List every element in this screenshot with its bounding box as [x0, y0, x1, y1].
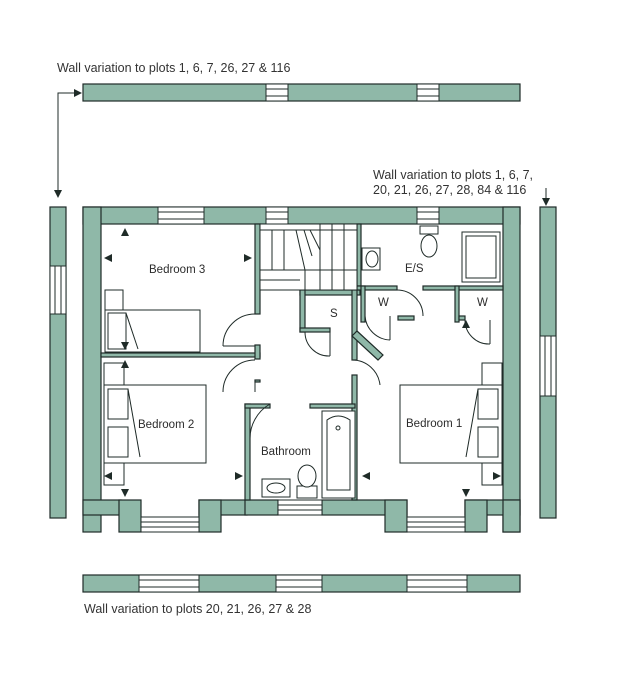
- right-wall-variation: [539, 206, 557, 519]
- ensuite-fittings: [361, 225, 501, 283]
- top-variation-leader: [57, 92, 80, 194]
- room-label-wardrobe-right: W: [477, 297, 488, 309]
- room-label-bedroom3: Bedroom 3: [149, 264, 205, 276]
- room-label-ensuite: E/S: [405, 263, 424, 275]
- dimension-arrows: [104, 228, 501, 497]
- top-windows: [157, 206, 440, 225]
- bottom-variation-note: Wall variation to plots 20, 21, 26, 27 &…: [84, 602, 311, 616]
- leader-arrow-down-icon: [54, 190, 62, 198]
- staircase: [259, 223, 358, 291]
- bedroom3-bed: [104, 289, 201, 353]
- room-label-wardrobe-left: W: [378, 297, 389, 309]
- leader-arrow-down-icon: [542, 198, 550, 206]
- right-variation-note-line2: 20, 21, 26, 27, 28, 84 & 116: [373, 183, 526, 197]
- room-label-bathroom: Bathroom: [261, 446, 311, 458]
- bottom-wall-variation: [82, 574, 521, 593]
- room-label-storage: S: [330, 308, 338, 320]
- leader-arrow-right-icon: [74, 89, 82, 97]
- top-wall-variation: [82, 83, 521, 102]
- left-wall-variation: [49, 206, 67, 519]
- bedroom2-bed: [103, 362, 207, 486]
- room-label-bedroom2: Bedroom 2: [138, 419, 194, 431]
- right-variation-note-line1: Wall variation to plots 1, 6, 7,: [373, 168, 533, 182]
- bedroom1-bed: [399, 362, 503, 486]
- room-label-bedroom1: Bedroom 1: [406, 418, 462, 430]
- bottom-windows: [140, 499, 466, 533]
- bathroom-fittings: [261, 410, 356, 499]
- top-variation-note: Wall variation to plots 1, 6, 7, 26, 27 …: [57, 61, 291, 75]
- door-swings: [222, 289, 491, 441]
